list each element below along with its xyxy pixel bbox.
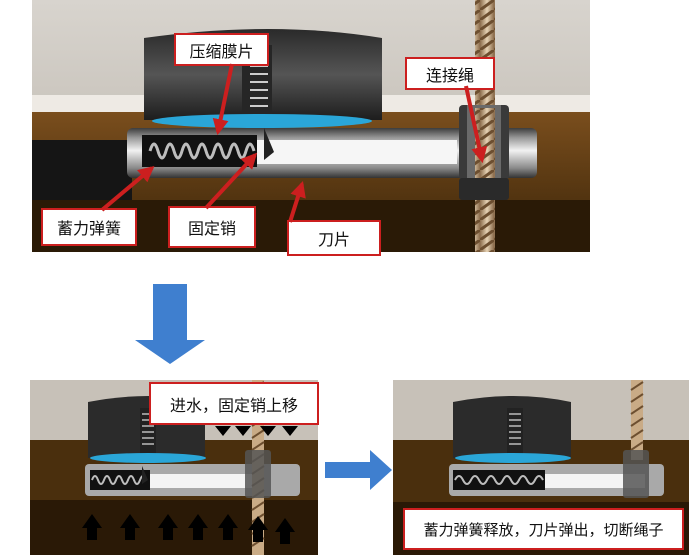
top-diagram-panel bbox=[32, 0, 590, 252]
label-spring: 蓄力弹簧 bbox=[41, 208, 137, 246]
right-flow-arrow bbox=[325, 450, 392, 490]
caption-water-in: 进水，固定销上移 bbox=[149, 382, 319, 425]
label-blade: 刀片 bbox=[287, 220, 381, 256]
down-flow-arrow bbox=[135, 284, 205, 364]
label-membrane: 压缩膜片 bbox=[174, 33, 269, 66]
mechanism-illustration-top bbox=[32, 0, 590, 252]
label-rope: 连接绳 bbox=[405, 57, 495, 90]
water-pressure-arrows bbox=[82, 514, 295, 544]
caption-release: 蓄力弹簧释放，刀片弹出，切断绳子 bbox=[403, 508, 684, 550]
label-pin: 固定销 bbox=[168, 206, 256, 248]
